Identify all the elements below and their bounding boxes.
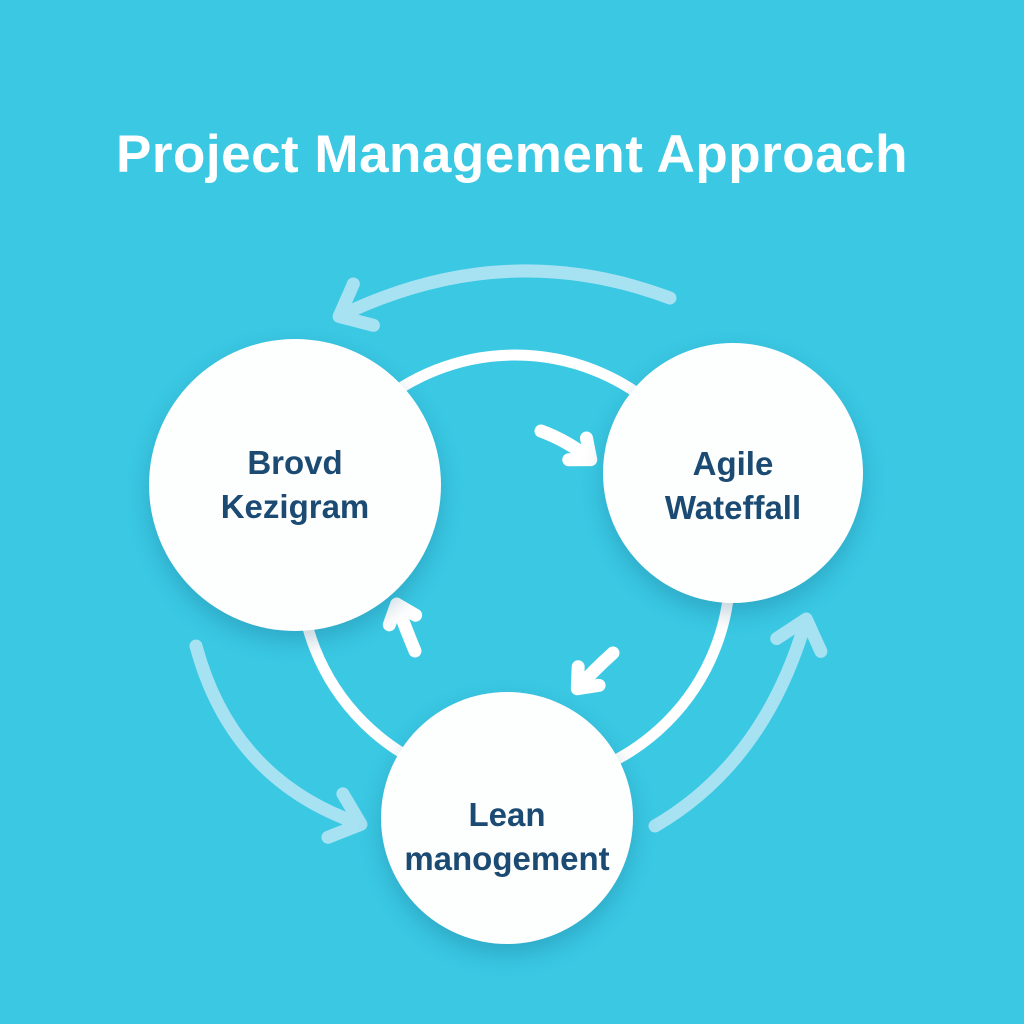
node-label-line1: Lean: [468, 796, 546, 834]
node-label: Lean manogement: [404, 793, 609, 880]
node-label-line1: Agile: [692, 445, 774, 483]
node-lean-manogement: Lean manogement: [381, 692, 633, 944]
node-label-line2: manogement: [404, 840, 610, 877]
node-agile-wateffall: Agile Wateffall: [603, 343, 863, 603]
node-label-line2: Kezigram: [220, 488, 370, 525]
node-brovd-kezigram: Brovd Kezigram: [149, 339, 441, 631]
page-title: Project Management Approach: [116, 125, 908, 184]
inner-arrow-to-left-node-icon: [382, 597, 423, 658]
node-label-line1: Brovd: [247, 444, 343, 482]
inner-arrow-to-bottom-node-icon: [570, 646, 620, 696]
inner-arrow-to-right-node-icon: [534, 424, 598, 467]
outer-curved-arrow-top-icon: [332, 264, 677, 332]
node-label: Agile Wateffall: [665, 442, 801, 529]
node-label: Brovd Kezigram: [221, 441, 370, 528]
node-label-line2: Wateffall: [664, 489, 802, 526]
outer-curved-arrow-bottom-right-icon: [648, 612, 828, 833]
outer-curved-arrow-bottom-left-icon: [189, 639, 368, 844]
